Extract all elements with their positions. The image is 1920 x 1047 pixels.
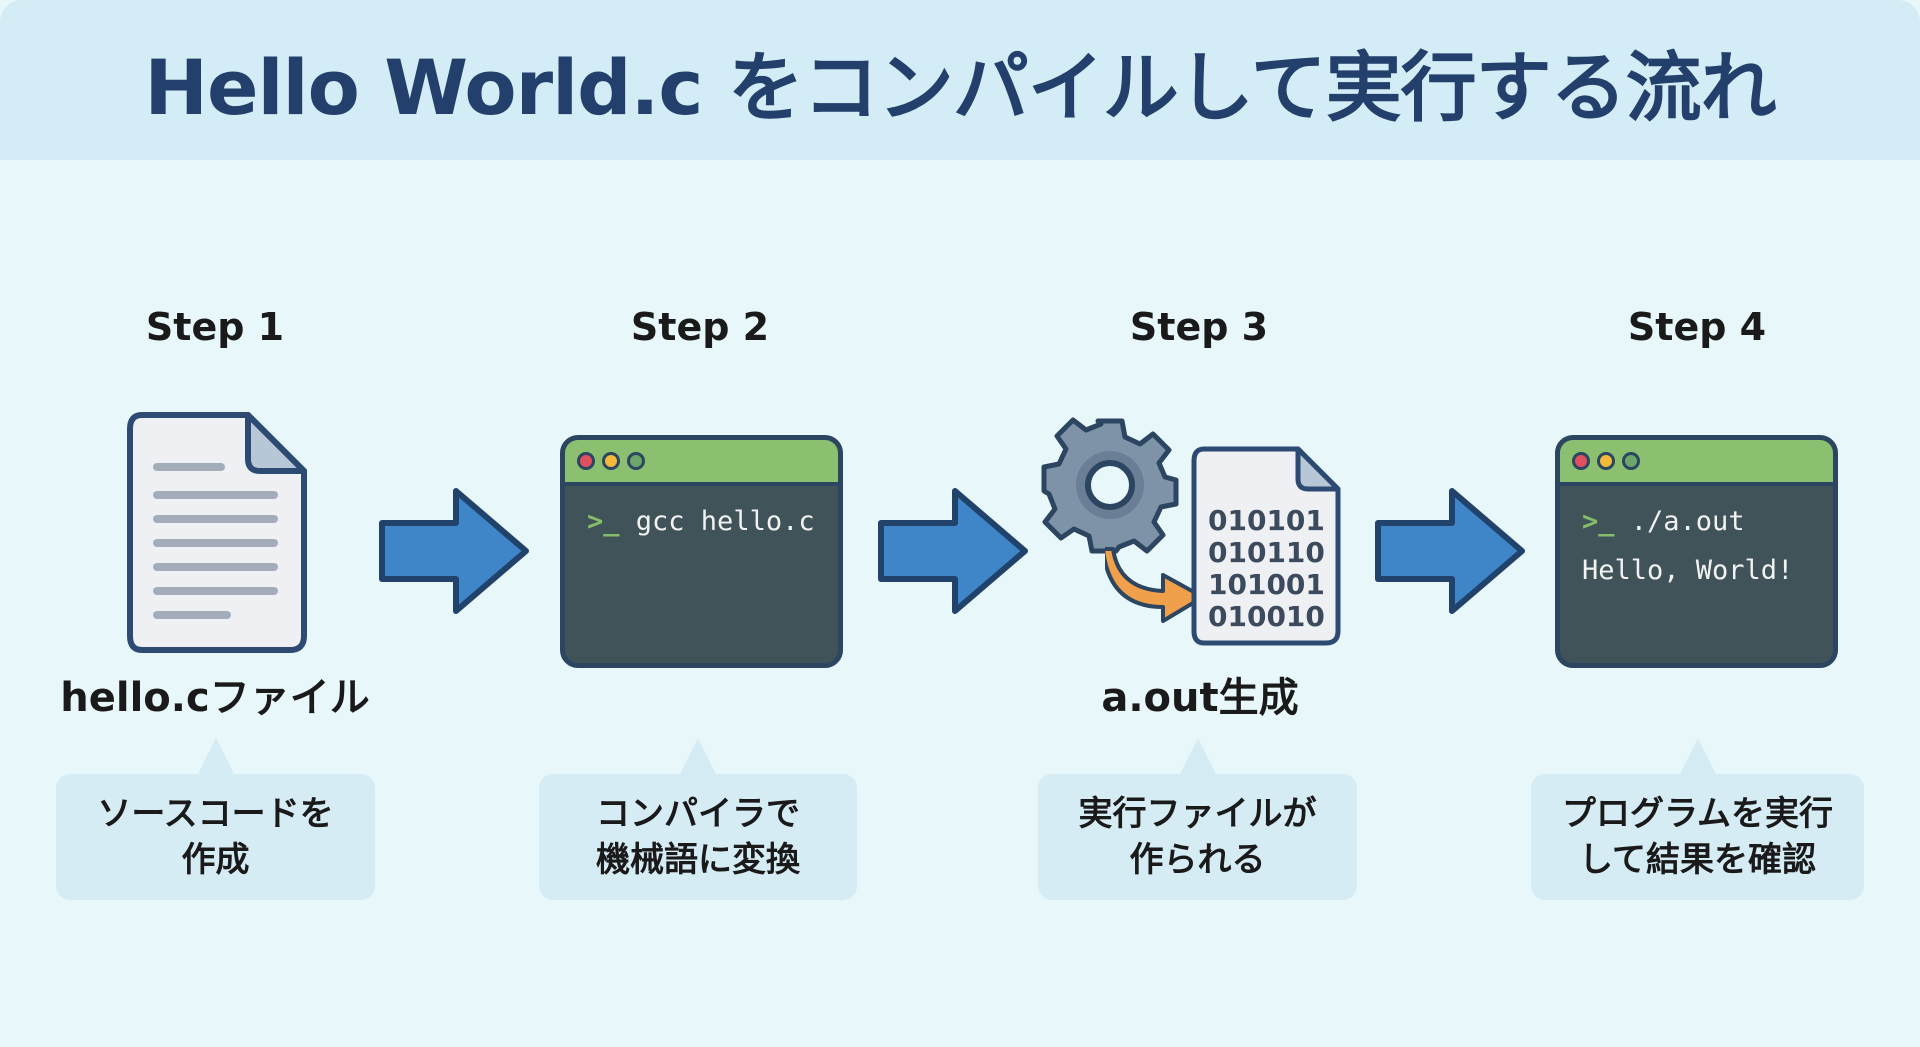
maximize-dot-icon	[627, 452, 645, 470]
header-band	[0, 0, 1920, 160]
binary-line: 010101	[1208, 504, 1325, 537]
binary-line: 010010	[1208, 600, 1325, 633]
arrow-right-icon	[378, 487, 530, 615]
terminal-command: ./a.out	[1630, 506, 1745, 537]
step-2-label: Step 2	[630, 305, 770, 349]
terminal-titlebar	[1560, 440, 1833, 486]
terminal-window-compile: >_ gcc hello.c	[560, 435, 843, 668]
maximize-dot-icon	[1622, 452, 1640, 470]
gear-icon	[1040, 415, 1180, 555]
arrow-right-icon	[1374, 487, 1526, 615]
page-title: Hello World.c をコンパイルして実行する流れ	[144, 43, 1776, 132]
step-2-description: コンパイラで 機械語に変換	[539, 738, 857, 900]
terminal-command-line: >_ gcc hello.c	[565, 506, 838, 537]
binary-line: 101001	[1208, 568, 1325, 601]
terminal-command: gcc hello.c	[635, 506, 815, 537]
terminal-titlebar	[565, 440, 838, 486]
step-1-description: ソースコードを 作成	[56, 738, 375, 900]
terminal-command-line: >_ ./a.out	[1560, 506, 1833, 537]
step-1-caption: hello.cファイル	[60, 675, 370, 721]
close-dot-icon	[1572, 452, 1590, 470]
binary-file-icon: 010101 010110 101001 010010	[1190, 445, 1342, 647]
terminal-window-run: >_ ./a.out Hello, World!	[1555, 435, 1838, 668]
step-4-label: Step 4	[1627, 305, 1767, 349]
prompt-icon: >_	[587, 506, 620, 537]
minimize-dot-icon	[602, 452, 620, 470]
minimize-dot-icon	[1597, 452, 1615, 470]
step-3-caption: a.out生成	[1101, 675, 1299, 721]
step-3-label: Step 3	[1129, 305, 1269, 349]
close-dot-icon	[577, 452, 595, 470]
step-3-description: 実行ファイルが 作られる	[1038, 738, 1357, 900]
arrow-right-icon	[877, 487, 1029, 615]
binary-line: 010110	[1208, 536, 1325, 569]
terminal-output: Hello, World!	[1582, 555, 1794, 586]
step-4-description: プログラムを実行 して結果を確認	[1531, 738, 1864, 900]
step-1-label: Step 1	[145, 305, 285, 349]
prompt-icon: >_	[1582, 506, 1615, 537]
document-icon	[126, 411, 308, 654]
orange-curved-arrow-icon	[1105, 545, 1210, 625]
